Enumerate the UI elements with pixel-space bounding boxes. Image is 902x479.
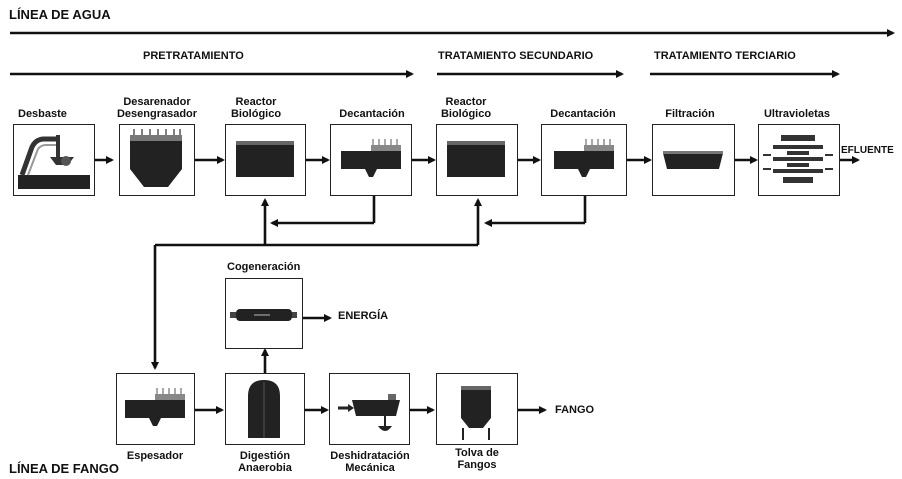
reactor-tank-icon (236, 141, 294, 177)
fango-label: FANGO (555, 404, 595, 416)
filtracion-label: Filtración (665, 108, 715, 120)
energia-label: ENERGÍA (338, 310, 389, 322)
cogeneracion-box (225, 278, 303, 349)
secondary-treatment-label: TRATAMIENTO SECUNDARIO (438, 50, 594, 62)
espesador-box (116, 373, 195, 445)
cogeneration-icon (230, 309, 297, 321)
deshidratacion-label: Deshidratación Mecánica (330, 450, 410, 474)
filter-icon (663, 151, 723, 169)
pretreatment-label: PRETRATAMIENTO (143, 50, 244, 62)
filtracion-box (652, 124, 735, 196)
dewatering-icon (338, 394, 400, 431)
reactor-1-box (225, 124, 306, 196)
decantacion-1-label: Decantación (339, 108, 405, 120)
thickener-icon (125, 388, 185, 426)
desarenador-label: Desarenador Desengrasador (116, 96, 198, 120)
reactor-tank-icon (447, 141, 505, 177)
reactor-2-label: Reactor Biológico (440, 96, 492, 120)
water-line-title: LÍNEA DE AGUA (9, 7, 111, 22)
decantacion-2-box (541, 124, 627, 196)
cogeneracion-label: Cogeneración (227, 261, 301, 273)
clarifier-icon (341, 139, 401, 177)
digestion-box (225, 373, 305, 445)
grit-remover-icon (130, 129, 182, 187)
desarenador-box (119, 124, 195, 196)
tolva-box (436, 373, 518, 445)
tolva-label: Tolva de Fangos (455, 447, 499, 471)
reactor-1-label: Reactor Biológico (230, 96, 282, 120)
decantacion-2-label: Decantación (550, 108, 616, 120)
reactor-2-box (436, 124, 518, 196)
ultravioletas-box (758, 124, 840, 196)
clarifier-icon (554, 139, 614, 177)
bar-screen-icon (18, 135, 90, 189)
decantacion-1-box (330, 124, 412, 196)
sludge-line-title: LÍNEA DE FANGO (9, 461, 120, 476)
digestion-label: Digestión Anaerobia (238, 450, 292, 474)
espesador-label: Espesador (126, 450, 184, 462)
tertiary-treatment-label: TRATAMIENTO TERCIARIO (654, 50, 796, 62)
digester-icon (248, 380, 280, 438)
ultravioletas-label: Ultravioletas (763, 108, 831, 120)
efluente-label: EFLUENTE (841, 145, 894, 156)
desbaste-label: Desbaste (18, 108, 67, 120)
deshidratacion-box (329, 373, 410, 445)
desbaste-box (13, 124, 95, 196)
hopper-icon (461, 386, 491, 440)
uv-lamp-icon (763, 135, 833, 183)
